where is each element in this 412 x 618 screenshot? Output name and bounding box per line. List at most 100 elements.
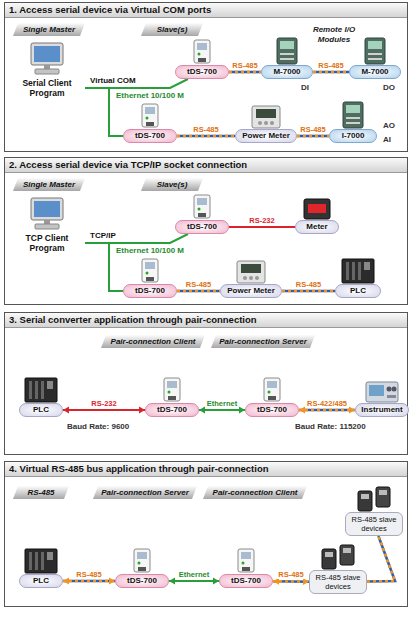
panel-title-band: 2. Access serial device via TCP/IP socke… [5,158,407,173]
node-text: I-7000 [342,131,365,140]
icon-part [243,276,247,280]
icon-part [280,53,294,55]
tds-icon [139,103,161,129]
node-text: RS-485 slave devices [315,573,360,591]
rs485-line [229,71,261,74]
icon-part [31,198,63,220]
device-node: tDS-700 [123,129,177,143]
icon-part [365,38,385,64]
node-text: Pair-connection Client [213,488,298,497]
icon-part [368,53,382,55]
icon-part [387,387,392,392]
ethernet-line [199,409,245,411]
mod-icon [341,101,365,129]
icon-part [25,549,57,573]
node-text: Pair-connection Client [111,337,196,346]
rs485-line [177,135,235,138]
icon-part [368,41,382,49]
icon-part [167,381,177,388]
icon-part [164,378,180,401]
icon-part [194,40,210,63]
annotation-label: AO [383,121,395,131]
device-node: tDS-700 [219,574,273,588]
pc-icon [27,42,67,76]
rs485-twist [63,580,115,583]
node-text: Slave(s) [157,25,188,34]
edge-label: Virtual COM [89,76,137,86]
icon-part [387,395,396,398]
node-text: PLC [33,405,49,414]
rs485-line [313,71,349,74]
icon-part [346,122,360,124]
edge-label: Ethernet [206,399,238,408]
rs232-line [63,409,145,411]
node-text: Meter [306,222,327,231]
icon-part [361,494,369,499]
tds-icon [235,548,257,574]
edge-label: RS-485 [317,61,344,70]
mod-icon [275,37,299,65]
icon-part [368,58,382,60]
node-text: tDS-700 [257,405,287,414]
icon-part [325,552,333,557]
rs485-twist [367,536,395,582]
rs485-line [299,409,355,412]
icon-part [242,567,250,571]
icon-part [252,106,280,128]
icon-part [376,487,390,507]
connector [229,72,261,73]
panel-title-band: 3. Serial converter application through … [5,313,407,328]
rs485-twist [229,71,261,74]
icon-part [322,549,336,569]
icon-part [44,65,50,69]
icon-part [34,201,60,217]
node-text: tDS-700 [135,286,165,295]
icon-part [47,552,53,560]
node-text: 1. Access serial device via Virtual COM … [9,3,211,17]
annotation-label: DI [301,83,309,93]
icon-part [364,262,370,270]
icon-part [29,552,32,570]
node-text: 4. Virtual RS-485 bus application throug… [9,462,269,476]
plc-icon [341,258,375,284]
node-text: RS-485 slave devices [351,515,396,533]
device-node: Meter [295,220,339,234]
icon-part [146,117,149,120]
slave-icon [356,486,392,512]
device-node: Power Meter [220,284,282,298]
scenario-panel: 4. Virtual RS-485 bus application throug… [4,461,408,607]
icon-part [31,43,63,65]
role-tag: Pair-connection Server [93,486,197,499]
rs485-twist [177,290,220,293]
rs485-line [63,580,115,583]
arrow-head [199,407,205,414]
icon-part [392,387,397,392]
device-node: PLC [19,574,63,588]
node-text: tDS-700 [135,131,165,140]
node-text: tDS-700 [187,222,217,231]
mod-icon [363,37,387,65]
icon-part [35,552,38,570]
edge-label: Ethernet [178,570,210,579]
icon-part [137,552,147,559]
icon-part [238,549,254,572]
icon-part [41,381,44,399]
tds-icon [161,377,183,403]
icon-part [198,58,206,62]
rs485-twist [297,135,329,138]
device-node: PLC [19,403,63,417]
panel-title-band: 1. Access serial device via Virtual COM … [5,3,407,18]
icon-part [277,38,297,64]
annotation-label: Baud Rate: 115200 [295,422,366,432]
edge-label: RS-485 [277,570,304,579]
connector [297,136,329,137]
icon-part [358,491,372,511]
icon-part [142,104,158,127]
connector [282,291,335,292]
edge-label: RS-485 [295,280,322,289]
scenario-panel: 3. Serial converter application through … [4,312,408,455]
role-tag: RS-485 [13,486,69,499]
role-tag: Single Master [13,23,85,36]
node-text: tDS-700 [157,405,187,414]
